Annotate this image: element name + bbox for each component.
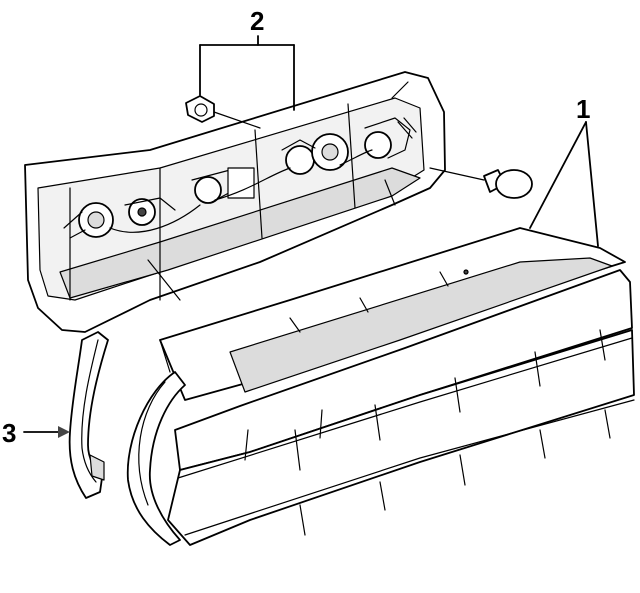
bulb-small xyxy=(185,95,261,129)
bulb-large xyxy=(429,167,533,199)
lamp-housing xyxy=(24,71,446,333)
socket-center-left xyxy=(191,167,255,204)
socket-right xyxy=(364,117,417,159)
callout-number-1: 1 xyxy=(576,94,590,124)
callout-1-leader xyxy=(529,121,599,247)
socket-left xyxy=(63,202,114,239)
socket-center-right xyxy=(281,133,349,175)
callout-2-leader xyxy=(199,35,295,111)
callout-3-arrow xyxy=(23,426,70,438)
callout-number-3: 3 xyxy=(2,418,16,448)
socket-mid-left xyxy=(124,197,176,226)
callout-number-2: 2 xyxy=(250,6,264,36)
gasket xyxy=(68,331,109,499)
lens-assembly xyxy=(126,227,635,546)
